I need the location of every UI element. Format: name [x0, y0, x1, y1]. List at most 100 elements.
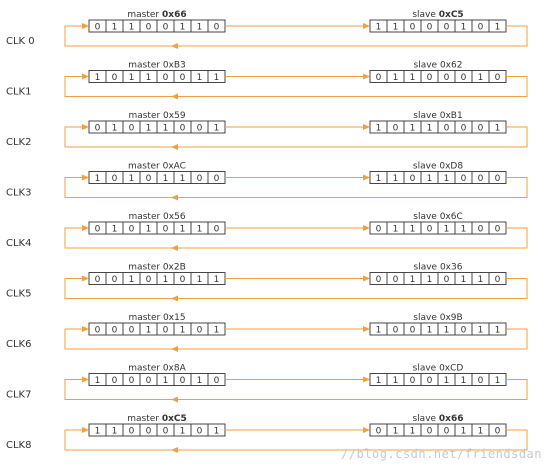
bit-cell: 1 [197, 225, 203, 235]
bit-cell: 1 [146, 225, 152, 235]
bit-cell: 0 [180, 275, 186, 285]
master-register-label: master 0x56 [128, 212, 185, 222]
bit-cell: 0 [461, 73, 467, 83]
bit-cell: 1 [112, 225, 118, 235]
bit-cell: 1 [163, 376, 169, 386]
bit-cell: 0 [393, 326, 399, 336]
bit-cell: 0 [478, 124, 484, 134]
bit-cell: 0 [376, 275, 382, 285]
bit-cell: 1 [461, 376, 467, 386]
bit-cell: 0 [444, 124, 450, 134]
bit-cell: 0 [197, 124, 203, 134]
clock-label: CLK1 [6, 87, 31, 98]
bit-cell: 1 [95, 73, 101, 83]
bit-cell: 0 [112, 376, 118, 386]
bit-cell: 1 [197, 73, 203, 83]
bit-cell: 0 [427, 376, 433, 386]
bit-cell: 1 [146, 73, 152, 83]
bit-cell: 0 [197, 174, 203, 184]
bit-cell: 1 [427, 124, 433, 134]
bit-cell: 0 [146, 427, 152, 437]
bit-cell: 1 [478, 326, 484, 336]
bit-cell: 0 [163, 326, 169, 336]
master-register-label: master 0x66 [127, 10, 186, 20]
miso-loop-arrow [64, 376, 528, 400]
clock-label: CLK4 [6, 238, 31, 249]
bit-cell: 1 [214, 275, 220, 285]
bit-cell: 0 [376, 225, 382, 235]
bit-cell: 0 [376, 73, 382, 83]
master-register-label: master 0x59 [128, 111, 185, 121]
bit-cell: 1 [163, 124, 169, 134]
bit-cell: 1 [180, 225, 186, 235]
bit-cell: 1 [410, 73, 416, 83]
bit-cell: 1 [495, 124, 501, 134]
clock-label: CLK5 [6, 289, 31, 300]
bit-cell: 0 [478, 174, 484, 184]
bit-cell: 1 [478, 73, 484, 83]
clock-label: CLK8 [6, 440, 31, 451]
miso-loop-arrow [64, 326, 528, 350]
bit-cell: 0 [410, 326, 416, 336]
bit-cell: 0 [112, 174, 118, 184]
bit-cell: 0 [95, 225, 101, 235]
clock-label: CLK6 [6, 339, 31, 350]
miso-loop-arrow [64, 73, 528, 97]
bit-cell: 0 [214, 174, 220, 184]
bit-cell: 0 [197, 326, 203, 336]
master-register-label: master 0x8A [128, 364, 186, 374]
bit-cell: 0 [393, 275, 399, 285]
slave-register-label: slave 0x9B [413, 313, 462, 323]
bit-cell: 0 [495, 275, 501, 285]
bit-cell: 1 [444, 326, 450, 336]
master-register-label: master 0xAC [128, 162, 186, 172]
bit-cell: 0 [112, 275, 118, 285]
bit-cell: 1 [112, 23, 118, 33]
bit-cell: 0 [461, 174, 467, 184]
bit-cell: 1 [197, 23, 203, 33]
bit-cell: 1 [180, 427, 186, 437]
bit-cell: 1 [495, 23, 501, 33]
bit-cell: 0 [146, 275, 152, 285]
slave-register-label: slave 0x66 [412, 414, 463, 424]
bit-cell: 1 [129, 275, 135, 285]
bit-cell: 1 [95, 427, 101, 437]
bit-cell: 0 [427, 427, 433, 437]
clock-label: CLK2 [6, 137, 31, 148]
bit-cell: 1 [112, 124, 118, 134]
bit-cell: 0 [214, 23, 220, 33]
return-arrowhead [171, 194, 178, 201]
miso-loop-arrow [64, 23, 528, 47]
bit-cell: 1 [214, 124, 220, 134]
bit-cell: 1 [129, 174, 135, 184]
bit-cell: 0 [163, 427, 169, 437]
slave-register-label: slave 0x6C [413, 212, 463, 222]
bit-cell: 0 [410, 23, 416, 33]
bit-cell: 0 [129, 427, 135, 437]
master-register-label: master 0xB3 [128, 61, 186, 71]
bit-cell: 1 [129, 23, 135, 33]
bit-cell: 1 [197, 376, 203, 386]
bit-cell: 1 [180, 23, 186, 33]
bit-cell: 1 [427, 326, 433, 336]
bit-cell: 1 [214, 427, 220, 437]
bit-cell: 0 [95, 124, 101, 134]
bit-cell: 1 [427, 275, 433, 285]
bit-cell: 0 [410, 376, 416, 386]
bit-cell: 0 [180, 376, 186, 386]
bit-cell: 0 [427, 23, 433, 33]
bit-cell: 1 [180, 326, 186, 336]
